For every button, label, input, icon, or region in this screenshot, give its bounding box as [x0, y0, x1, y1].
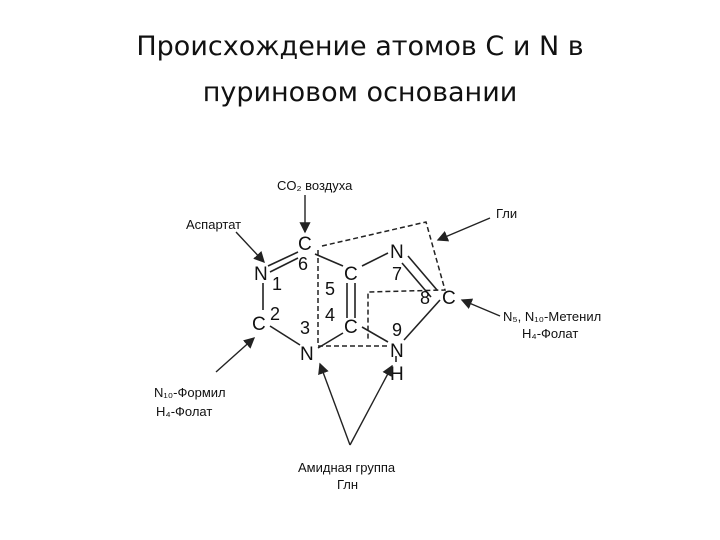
label-glycine: Гли	[496, 206, 517, 221]
label-amide-1: Амидная группа	[298, 460, 396, 475]
position-4: 4	[325, 305, 335, 325]
position-6: 6	[298, 254, 308, 274]
label-amide-2: Глн	[337, 477, 358, 492]
label-methenyl-1: N₅, N₁₀-Метенил	[503, 309, 601, 324]
dash-glycine-box	[321, 221, 446, 340]
position-1: 1	[272, 274, 282, 294]
atom-n3: N	[300, 344, 314, 365]
bond-c8-n9	[403, 299, 441, 341]
bond-c4-n9	[361, 326, 389, 343]
atom-n7: N	[390, 242, 404, 263]
atom-c5: C	[344, 264, 358, 285]
atom-n9: N	[390, 341, 404, 362]
position-9: 9	[392, 320, 402, 340]
position-7: 7	[392, 264, 402, 284]
label-formyl-2: H₄-Фолат	[156, 404, 212, 419]
atoms: C N C N C C N C N H	[252, 234, 456, 385]
atom-c2: C	[252, 314, 266, 335]
atom-h9: H	[390, 364, 404, 385]
title-line-2: пуриновом основании	[202, 77, 518, 108]
position-8: 8	[420, 288, 430, 308]
title-line-1: Происхождение атомов C и N в	[136, 31, 584, 62]
atom-c8: C	[442, 288, 456, 309]
arrow-glycine	[436, 217, 491, 242]
position-5: 5	[325, 279, 335, 299]
label-co2: CO₂ воздуха	[277, 178, 353, 193]
label-methenyl-2: H₄-Фолат	[522, 326, 578, 341]
bond-c2-n3	[269, 325, 301, 346]
source-arrows	[215, 195, 501, 446]
position-3: 3	[300, 318, 310, 338]
atom-n1: N	[254, 264, 268, 285]
source-labels: CO₂ воздуха Аспартат Гли N₅, N₁₀-Метенил…	[154, 178, 601, 492]
bond-n7-c8-b	[401, 262, 432, 298]
bond-c6-n1-a	[267, 251, 299, 267]
position-numbers: 1 2 3 4 5 6 7 8 9	[270, 254, 430, 340]
label-formyl-1: N₁₀-Формил	[154, 385, 226, 400]
bond-c5-n7	[361, 252, 389, 267]
bond-c6-n1-b	[269, 257, 299, 273]
arrow-methenyl	[460, 298, 501, 317]
arrow-amide-n9	[349, 364, 393, 446]
arrow-formyl	[215, 337, 256, 373]
atom-c4: C	[344, 317, 358, 338]
origin-boundaries	[317, 221, 446, 347]
bond-c6-c5	[314, 253, 344, 267]
atom-c6: C	[298, 234, 312, 255]
arrow-aspartate	[235, 231, 265, 264]
slide-title: Происхождение атомов C и N в пуриновом о…	[0, 24, 720, 116]
label-aspartate: Аспартат	[186, 217, 241, 232]
arrow-amide-n3	[318, 362, 351, 446]
position-2: 2	[270, 304, 280, 324]
bond-n7-c8-a	[407, 255, 438, 291]
